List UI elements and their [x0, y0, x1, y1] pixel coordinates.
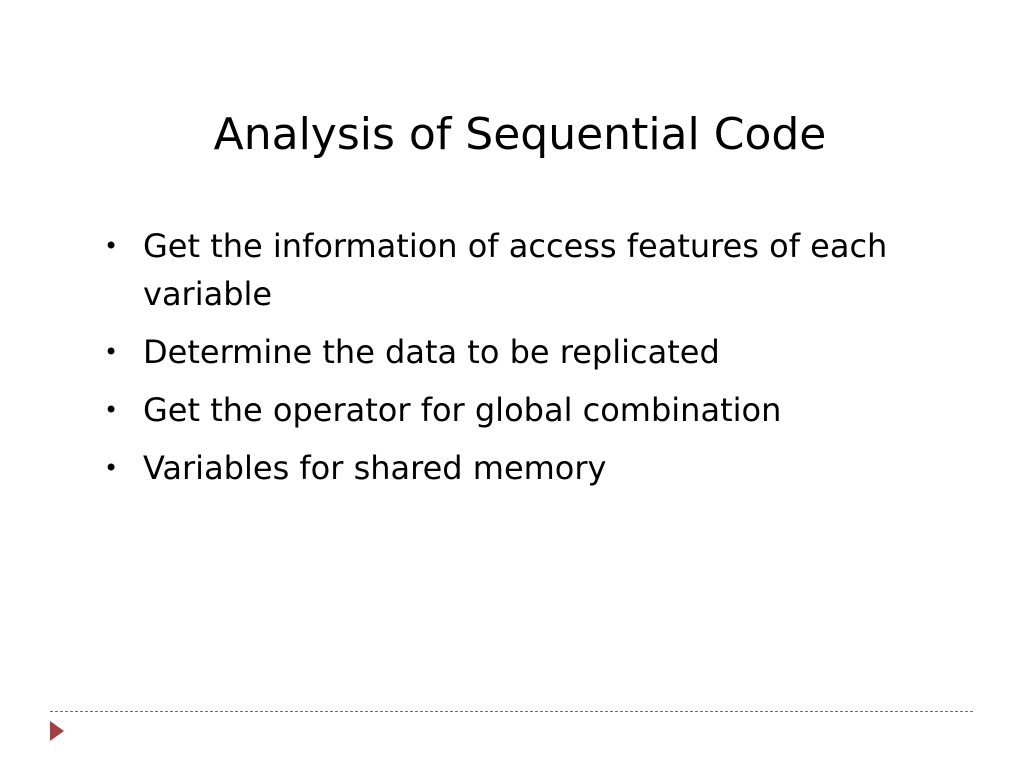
- bullet-text: Variables for shared memory: [143, 449, 607, 487]
- bullet-item: • Get the information of access features…: [104, 222, 984, 318]
- bullet-icon: •: [104, 396, 119, 424]
- bullet-item: • Determine the data to be replicated: [104, 328, 984, 376]
- bullet-text: Determine the data to be replicated: [143, 333, 720, 371]
- bullet-icon: •: [104, 338, 119, 366]
- bullet-text: Get the operator for global combination: [143, 391, 782, 429]
- bullet-icon: •: [104, 454, 119, 482]
- bullet-icon: •: [104, 232, 119, 260]
- slide-title: Analysis of Sequential Code: [213, 109, 827, 160]
- bullet-text: Get the information of access features o…: [143, 227, 888, 313]
- triangle-arrow-icon: [50, 721, 64, 741]
- bullet-item: • Get the operator for global combinatio…: [104, 386, 984, 434]
- footer-divider: [50, 711, 973, 712]
- bullet-item: • Variables for shared memory: [104, 444, 984, 492]
- bullet-list: • Get the information of access features…: [104, 222, 984, 502]
